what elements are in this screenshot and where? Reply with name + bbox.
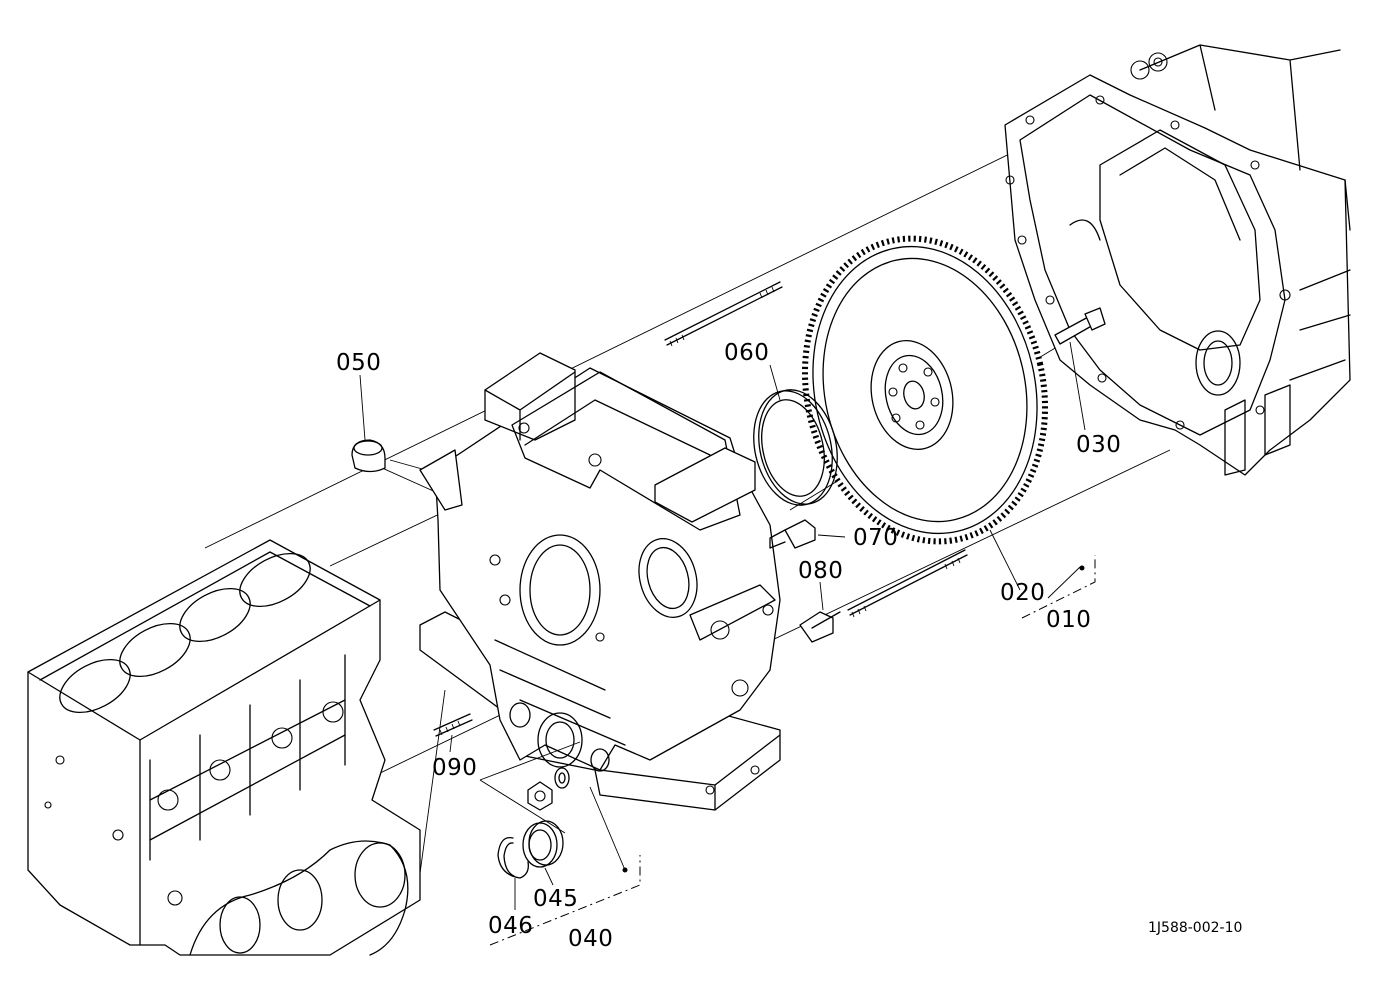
oil-seal: [753, 389, 838, 506]
label-040: 040: [568, 926, 613, 952]
drawing-code: 1J588-002-10: [1148, 920, 1242, 936]
nut-washer-040: [527, 767, 570, 811]
clutch-housing: [1004, 44, 1351, 476]
stud-upper: [664, 281, 783, 347]
bolt-080: [799, 611, 841, 643]
label-leaders: [359, 341, 1086, 910]
label-030: 030: [1076, 432, 1121, 458]
label-050: 050: [336, 350, 381, 376]
label-080: 080: [798, 558, 843, 584]
stud-lower: [847, 549, 968, 618]
label-090: 090: [432, 755, 477, 781]
snap-ring-046: [497, 836, 529, 879]
flywheel: [801, 235, 1049, 545]
bolt-030: [1054, 307, 1106, 345]
engine-block: [27, 539, 421, 956]
bolt-070: [769, 519, 816, 549]
label-060: 060: [724, 340, 769, 366]
label-070: 070: [853, 525, 898, 551]
group-brackets: [479, 555, 1096, 946]
label-046: 046: [488, 913, 533, 939]
label-045: 045: [533, 886, 578, 912]
flywheel-housing: [419, 352, 781, 811]
stud-090: [433, 713, 473, 737]
label-010: 010: [1046, 607, 1091, 633]
label-020: 020: [1000, 580, 1045, 606]
plug-050: [351, 439, 386, 473]
